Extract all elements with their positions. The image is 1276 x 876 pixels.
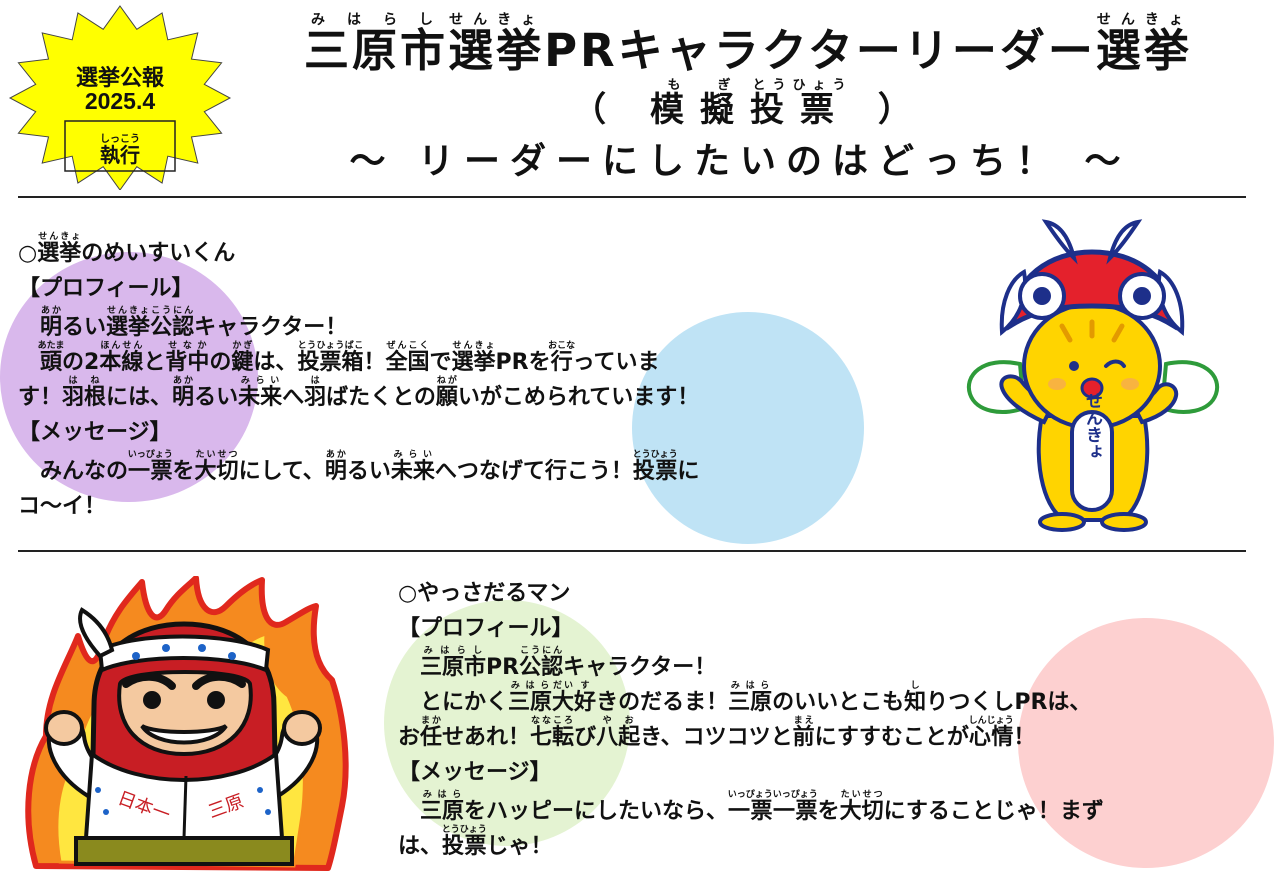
message-label: 【メッセージ】 [18,420,172,445]
meisuikun-mascot-illustration: せんきょ [966,219,1220,532]
darumaman-mascot-illustration: 日本一 三原 [25,576,349,871]
profile-label: 【プロフィール】 [18,276,194,301]
decor-circle-blue [632,312,864,544]
profile-text: 明あかるい選挙せんきょ公認こうにんキャラクター！ 頭あたまの2本線ほんせんと背中… [18,306,700,410]
profile-label: 【プロフィール】 [398,616,574,641]
election-bulletin-badge: 選挙公報 2025.4 執行しっこう [8,4,232,191]
candidate-senkyo-no-meisuikun: ○選挙せんきょのめいすいくん 【プロフィール】 明あかるい選挙せんきょ公認こうに… [18,232,898,524]
message-label: 【メッセージ】 [398,760,552,785]
profile-text: 三原市みはらしPR公認こうにんキャラクター！ とにかく三原みはら大だい好すきのだ… [398,646,1092,750]
page-tagline: ～ リーダーにしたいのはどっち！ ～ [349,141,1131,182]
message-text: みんなの一票いっぴょうを大切たいせつにして、明あかるい未来みらいへつなげて行こう… [18,450,700,519]
decor-circle-pink [1018,618,1274,868]
badge-date: 2025.4 [84,88,156,114]
mascot-sash-text: せんきょ [1082,392,1103,460]
page-title: 三原市みはらし選挙せんきょPRキャラクターリーダー選挙せんきょ [228,12,1268,85]
candidate-yassa-darumaman: ○やっさだるマン 【プロフィール】 三原市みはらしPR公認こうにんキャラクター！… [398,576,1268,864]
divider-middle [18,550,1246,552]
page-subtitle: （ 模も擬ぎ投票とうひょう ） [572,78,928,130]
candidate-heading: ○選挙せんきょのめいすいくん [18,232,236,266]
badge-label-execution: 執行しっこう [100,134,140,167]
decor-circle-purple [0,252,258,502]
badge-inner-box [64,120,176,172]
divider-top [18,196,1246,198]
subtitle-ruby-text: 模も擬ぎ投票とうひょう [650,78,850,130]
candidate-heading: ○やっさだるマン [398,581,571,606]
decor-circle-green [384,600,630,846]
title-ruby-text: 三原市みはらし選挙せんきょPRキャラクターリーダー選挙せんきょ [304,12,1192,77]
message-text: 三原みはらをハッピーにしたいなら、一票一票いっぴょういっぴょうを大切たいせつにす… [398,790,1104,859]
badge-label-election-bulletin: 選挙公報 [75,66,164,91]
